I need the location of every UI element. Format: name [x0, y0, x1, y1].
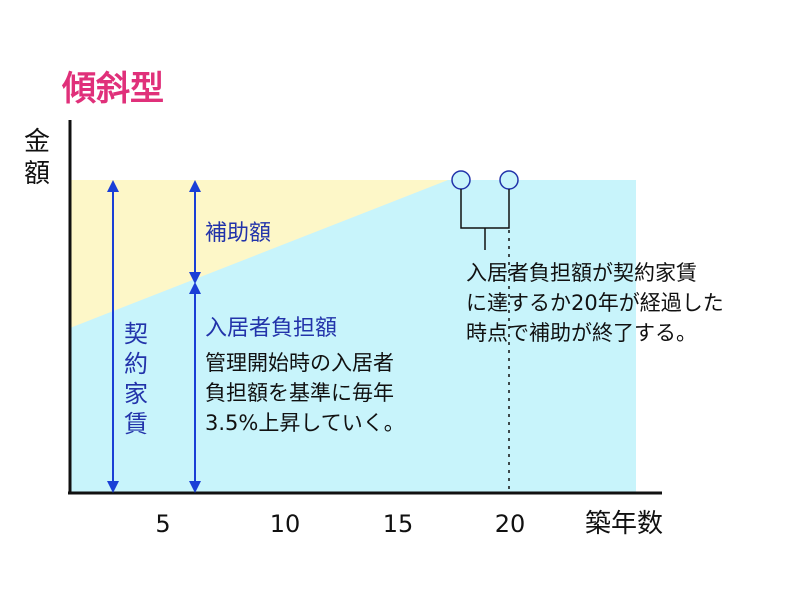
y-axis-label-char-2: 額 — [24, 159, 50, 189]
x-tick-20: 20 — [495, 510, 526, 538]
end-marker-20-years — [499, 170, 519, 190]
tenant-burden-label: 入居者負担額 — [205, 316, 337, 341]
y-axis-label-char-1: 金 — [24, 127, 50, 157]
end-condition-line-3: 時点で補助が終了する。 — [466, 321, 697, 345]
end-marker-burden-reached — [451, 170, 471, 190]
subsidy-area — [70, 180, 448, 328]
x-tick-10: 10 — [270, 510, 301, 538]
contract-rent-char-2: 約 — [124, 350, 148, 378]
diagram-title: 傾斜型 — [61, 69, 164, 109]
tenant-description-line-3: 3.5%上昇していく。 — [205, 411, 405, 435]
contract-rent-char-1: 契 — [124, 320, 148, 348]
end-condition-line-1: 入居者負担額が契約家賃 — [466, 261, 697, 285]
x-tick-5: 5 — [155, 510, 170, 538]
contract-rent-char-3: 家 — [124, 380, 148, 408]
end-condition-line-2: に達するか20年が経過した — [466, 291, 724, 315]
x-tick-15: 15 — [383, 510, 414, 538]
tenant-description-line-2: 負担額を基準に毎年 — [205, 381, 394, 405]
x-axis-label: 築年数 — [585, 509, 663, 539]
subsidy-label: 補助額 — [205, 221, 271, 246]
contract-rent-char-4: 賃 — [124, 410, 148, 438]
end-condition-bracket — [460, 189, 510, 250]
tenant-description-line-1: 管理開始時の入居者 — [205, 351, 394, 375]
